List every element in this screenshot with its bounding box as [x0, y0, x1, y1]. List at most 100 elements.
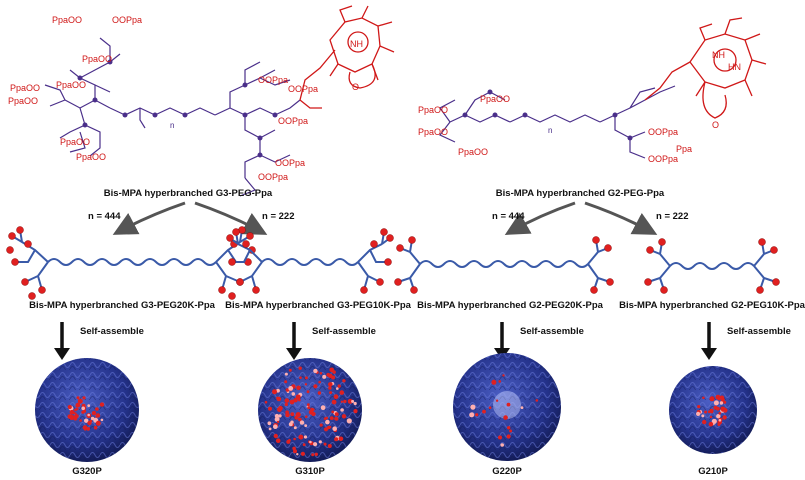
ppa-bead	[267, 421, 272, 426]
ppa-bead	[711, 418, 717, 424]
ppa-label: PpaOO	[418, 105, 448, 115]
ppa-bead	[82, 396, 86, 400]
ppa-bead	[298, 417, 302, 422]
ppa-label: OOPpa	[258, 75, 288, 85]
ppa-bead	[285, 412, 290, 418]
ppa-bead	[91, 410, 97, 416]
ppa-bead	[715, 394, 721, 400]
ppa-bead	[328, 373, 333, 378]
ppa-bead	[498, 435, 502, 440]
ppa-bead	[278, 414, 282, 418]
g3-dendron-bonds	[44, 37, 301, 197]
ppa-bead	[329, 416, 334, 420]
ppa-bead	[475, 413, 479, 417]
ppa-bead	[81, 410, 85, 414]
ppa-bead	[284, 398, 290, 403]
particle-name-g210p: G210P	[698, 466, 728, 477]
porphyrin-hn-label: HN	[728, 62, 741, 72]
ppa-bead	[276, 388, 280, 393]
ppa-bead	[719, 401, 724, 405]
polymer-label-g210k: Bis-MPA hyperbranched G2-PEG10K-Ppa	[619, 300, 805, 311]
ppa-bead	[296, 385, 301, 391]
n-label-g310k: n = 222	[262, 211, 295, 222]
ppa-core-beads	[67, 366, 728, 457]
ppa-bead	[274, 413, 279, 419]
ppa-bead	[319, 423, 323, 427]
ppa-bead	[507, 426, 511, 430]
split-arrows	[112, 201, 658, 235]
arrow-g2-to-10k	[584, 201, 658, 235]
ppa-bead	[342, 379, 346, 383]
g2-ppa-labels: PpaOO PpaOO PpaOO PpaOO OOPpa OOPpa Ppa	[418, 94, 692, 164]
ppa-bead	[702, 396, 705, 400]
ppa-bead	[320, 405, 326, 411]
ppa-bead	[347, 398, 353, 404]
ppa-bead	[716, 406, 720, 411]
ppa-bead	[331, 410, 335, 414]
ppa-bead	[722, 415, 727, 420]
ppa-label: OOPpa	[275, 158, 305, 168]
ppa-bead	[340, 408, 344, 412]
ppa-bead	[290, 412, 295, 417]
ppa-bead	[284, 402, 288, 407]
ppa-bead	[334, 437, 339, 442]
g2-porphyrin	[644, 17, 767, 119]
ppa-label: PpaOO	[56, 80, 86, 90]
ppa-bead	[719, 395, 725, 401]
ppa-label: OOPpa	[648, 127, 678, 137]
ppa-bead	[294, 415, 299, 420]
ppa-bead	[334, 416, 338, 421]
ppa-bead	[333, 394, 339, 400]
arrow-g3-to-20k	[112, 201, 186, 235]
ppa-bead	[331, 399, 337, 405]
ppa-bead	[325, 419, 330, 425]
g2-ester-marks	[462, 89, 633, 141]
ppa-bead	[288, 368, 292, 372]
polymer-label-g220k: Bis-MPA hyperbranched G2-PEG20K-Ppa	[417, 300, 603, 311]
g3-ester-marks	[77, 59, 278, 158]
ppa-bead	[288, 386, 294, 391]
ppa-bead	[304, 376, 308, 380]
ppa-bead	[704, 410, 708, 414]
ppa-label: OOPpa	[112, 15, 142, 25]
ppa-bead	[298, 366, 302, 370]
ppa-bead	[709, 415, 713, 419]
ppa-bead	[307, 406, 311, 410]
n-label-g320k: n = 444	[88, 211, 121, 222]
self-assemble-label: Self-assemble	[727, 326, 791, 337]
ppa-bead	[296, 453, 299, 456]
ppa-bead	[353, 401, 357, 406]
ppa-bead	[286, 439, 291, 444]
ppa-bead	[93, 425, 98, 430]
ppa-bead	[299, 376, 302, 380]
ppa-bead	[701, 414, 705, 418]
ppa-bead	[276, 420, 280, 424]
polymer-label-g310k: Bis-MPA hyperbranched G3-PEG10K-Ppa	[225, 300, 411, 311]
ppa-bead	[495, 399, 499, 402]
ppa-bead	[500, 443, 505, 447]
ppa-bead	[295, 394, 301, 400]
ppa-bead	[67, 404, 72, 410]
ppa-bead	[276, 396, 282, 402]
ppa-bead	[327, 444, 332, 448]
ppa-bead	[338, 436, 344, 442]
ppa-bead	[341, 414, 347, 419]
ppa-bead	[318, 440, 322, 444]
ppa-bead	[346, 418, 352, 424]
chain-g310k	[226, 228, 394, 294]
ppa-bead	[90, 416, 95, 421]
self-assemble-label: Self-assemble	[312, 326, 376, 337]
ppa-label: OOPpa	[648, 154, 678, 164]
g3-molecule-title: Bis-MPA hyperbranched G3-PEG-Ppa	[103, 188, 273, 199]
g3-ppa-labels: PpaOO OOPpa PpaOO PpaOO PpaOO PpaOO PpaO…	[8, 15, 318, 182]
ppa-bead	[274, 416, 280, 422]
porphyrin-o-label: O	[712, 120, 719, 130]
ppa-bead	[299, 420, 305, 425]
ppa-bead	[709, 408, 714, 413]
chain-g320k	[6, 226, 256, 300]
particle-g220p-sphere	[453, 353, 561, 461]
particle-name-g320p: G320P	[72, 466, 102, 477]
ppa-bead	[313, 442, 318, 447]
ppa-bead	[709, 396, 715, 402]
ppa-bead	[306, 390, 310, 394]
